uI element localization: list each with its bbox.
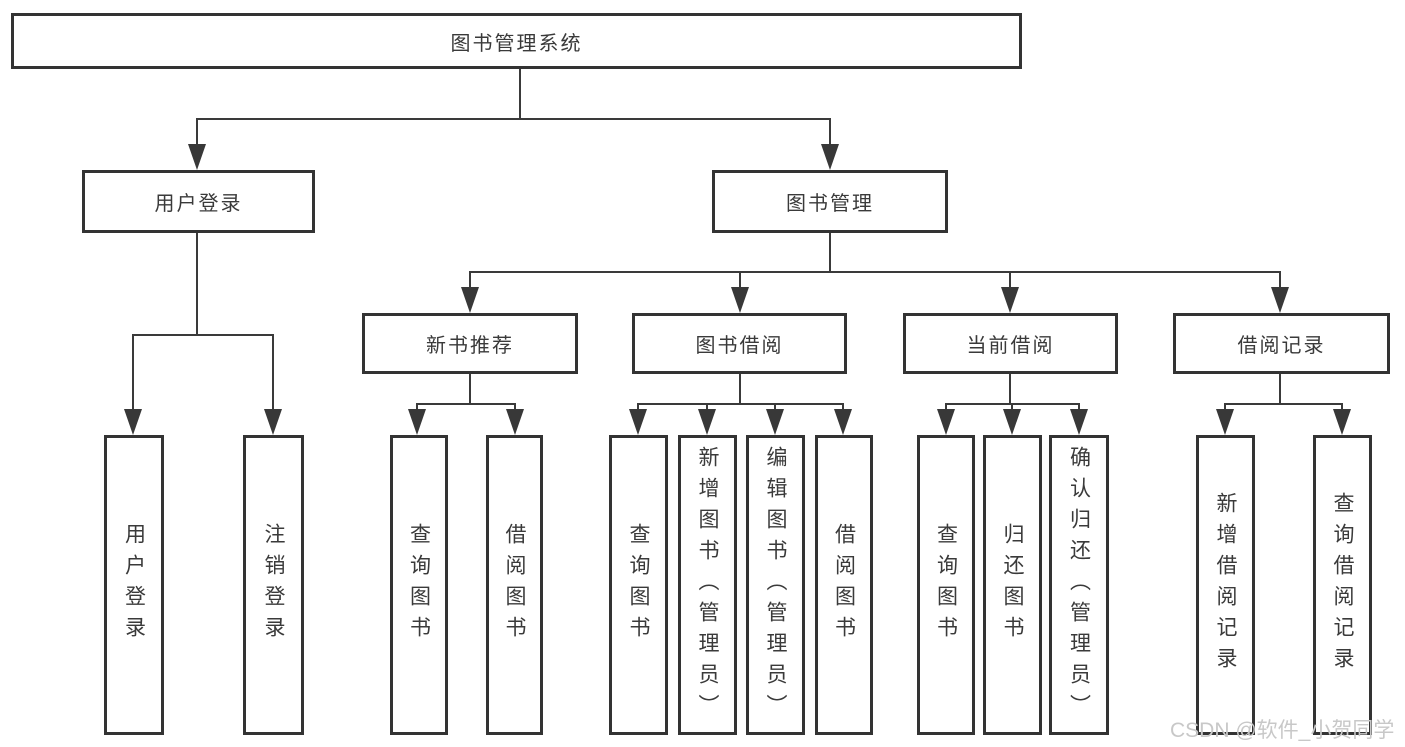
arrow-down-icon — [821, 144, 839, 170]
connector-vline — [1341, 403, 1343, 411]
leaf-query-books-recommend: 查询图书 — [390, 435, 448, 735]
arrow-down-icon — [506, 409, 524, 435]
connector-vline — [829, 118, 831, 148]
node-label: 查询图书 — [627, 523, 650, 647]
leaf-borrow-books-recommend: 借阅图书 — [486, 435, 543, 735]
node-book-borrowing: 图书借阅 — [632, 313, 847, 374]
leaf-query-books-current: 查询图书 — [917, 435, 975, 735]
leaf-borrow-books: 借阅图书 — [815, 435, 873, 735]
arrow-down-icon — [1001, 287, 1019, 313]
leaf-edit-book-admin: 编辑图书（管理员） — [746, 435, 805, 735]
connector-vline — [1078, 403, 1080, 411]
connector-hline — [196, 118, 831, 120]
node-user-login: 用户登录 — [82, 170, 315, 233]
connector-vline — [1279, 374, 1281, 405]
node-label: 查询图书 — [407, 523, 431, 647]
arrow-down-icon — [124, 409, 142, 435]
connector-vline — [1279, 271, 1281, 289]
node-label: 借阅记录 — [1237, 335, 1326, 357]
node-book-management: 图书管理 — [712, 170, 948, 233]
node-label: 借阅图书 — [832, 523, 856, 647]
connector-vline — [416, 403, 418, 411]
node-label: 确认归还（管理员） — [1067, 445, 1091, 725]
connector-vline — [739, 271, 741, 289]
leaf-add-book-admin: 新增图书（管理员） — [678, 435, 737, 735]
leaf-query-borrow-record: 查询借阅记录 — [1313, 435, 1372, 735]
node-label: 图书借阅 — [695, 335, 784, 357]
arrow-down-icon — [1333, 409, 1351, 435]
node-label: 新书推荐 — [426, 335, 514, 357]
node-label: 查询图书 — [934, 523, 958, 647]
node-label: 用户登录 — [122, 523, 146, 647]
node-current-borrowing: 当前借阅 — [903, 313, 1118, 374]
arrow-down-icon — [188, 144, 206, 170]
connector-hline — [132, 334, 274, 336]
arrow-down-icon — [834, 409, 852, 435]
arrow-down-icon — [408, 409, 426, 435]
connector-hline — [1224, 403, 1343, 405]
connector-vline — [1009, 271, 1011, 289]
node-label: 当前借阅 — [966, 335, 1055, 357]
leaf-user-login: 用户登录 — [104, 435, 164, 735]
node-label: 图书管理系统 — [450, 32, 583, 55]
leaf-confirm-return-admin: 确认归还（管理员） — [1049, 435, 1109, 735]
leaf-add-borrow-record: 新增借阅记录 — [1196, 435, 1255, 735]
arrow-down-icon — [461, 287, 479, 313]
connector-vline — [739, 374, 741, 405]
connector-vline — [1011, 403, 1013, 411]
connector-vline — [774, 403, 776, 411]
connector-vline — [272, 334, 274, 411]
arrow-down-icon — [1271, 287, 1289, 313]
connector-vline — [842, 403, 844, 411]
node-label: 归还图书 — [1001, 523, 1024, 647]
connector-hline — [416, 403, 516, 405]
node-label: 新增借阅记录 — [1214, 492, 1237, 678]
arrow-down-icon — [766, 409, 784, 435]
node-label: 图书管理 — [786, 193, 874, 215]
arrow-down-icon — [1070, 409, 1088, 435]
connector-vline — [1224, 403, 1226, 411]
connector-vline — [1009, 374, 1011, 405]
connector-vline — [132, 334, 134, 411]
connector-vline — [706, 403, 708, 411]
connector-vline — [196, 233, 198, 336]
connector-hline — [469, 271, 1281, 273]
node-label: 借阅图书 — [503, 523, 526, 647]
watermark-text: CSDN @软件_小贺同学 — [1170, 719, 1395, 742]
leaf-query-books-borrow: 查询图书 — [609, 435, 668, 735]
node-label: 新增图书（管理员） — [696, 445, 719, 725]
arrow-down-icon — [264, 409, 282, 435]
arrow-down-icon — [1216, 409, 1234, 435]
node-label: 编辑图书（管理员） — [764, 445, 787, 725]
node-borrowing-records: 借阅记录 — [1173, 313, 1390, 374]
arrow-down-icon — [698, 409, 716, 435]
arrow-down-icon — [937, 409, 955, 435]
connector-vline — [196, 118, 198, 148]
connector-vline — [945, 403, 947, 411]
arrow-down-icon — [629, 409, 647, 435]
arrow-down-icon — [1003, 409, 1021, 435]
node-label: 查询借阅记录 — [1331, 492, 1354, 678]
leaf-logout-login: 注销登录 — [243, 435, 304, 735]
leaf-return-books: 归还图书 — [983, 435, 1042, 735]
connector-vline — [829, 233, 831, 273]
node-new-book-recommendation: 新书推荐 — [362, 313, 578, 374]
node-root: 图书管理系统 — [11, 13, 1022, 69]
connector-vline — [519, 68, 521, 120]
arrow-down-icon — [731, 287, 749, 313]
connector-vline — [514, 403, 516, 411]
connector-vline — [469, 374, 471, 405]
connector-hline — [637, 403, 844, 405]
node-label: 用户登录 — [154, 193, 243, 215]
connector-vline — [637, 403, 639, 411]
node-label: 注销登录 — [262, 523, 285, 647]
connector-vline — [469, 271, 471, 289]
